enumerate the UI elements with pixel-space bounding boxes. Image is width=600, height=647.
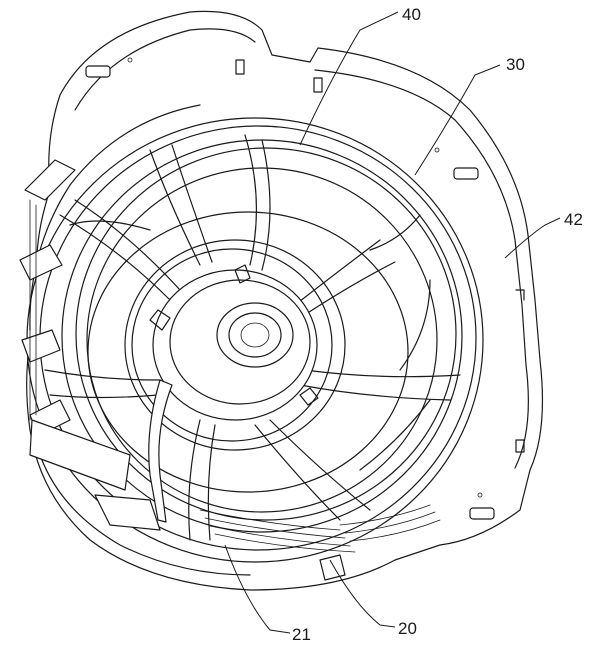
bottom-guard bbox=[199, 504, 441, 581]
leader-lines bbox=[224, 11, 561, 634]
mounting-slot bbox=[469, 507, 495, 520]
label-40: 40 bbox=[402, 5, 421, 24]
mounting-slot bbox=[85, 65, 111, 78]
blade-21 bbox=[148, 379, 173, 523]
blades bbox=[44, 134, 461, 541]
label-20: 20 bbox=[398, 619, 417, 638]
side-guard bbox=[19, 159, 161, 531]
impeller bbox=[86, 167, 438, 513]
mounting-slot bbox=[453, 167, 479, 180]
label-21: 21 bbox=[292, 625, 311, 644]
label-42: 42 bbox=[564, 210, 583, 229]
label-30: 30 bbox=[506, 55, 525, 74]
hub bbox=[149, 264, 319, 421]
